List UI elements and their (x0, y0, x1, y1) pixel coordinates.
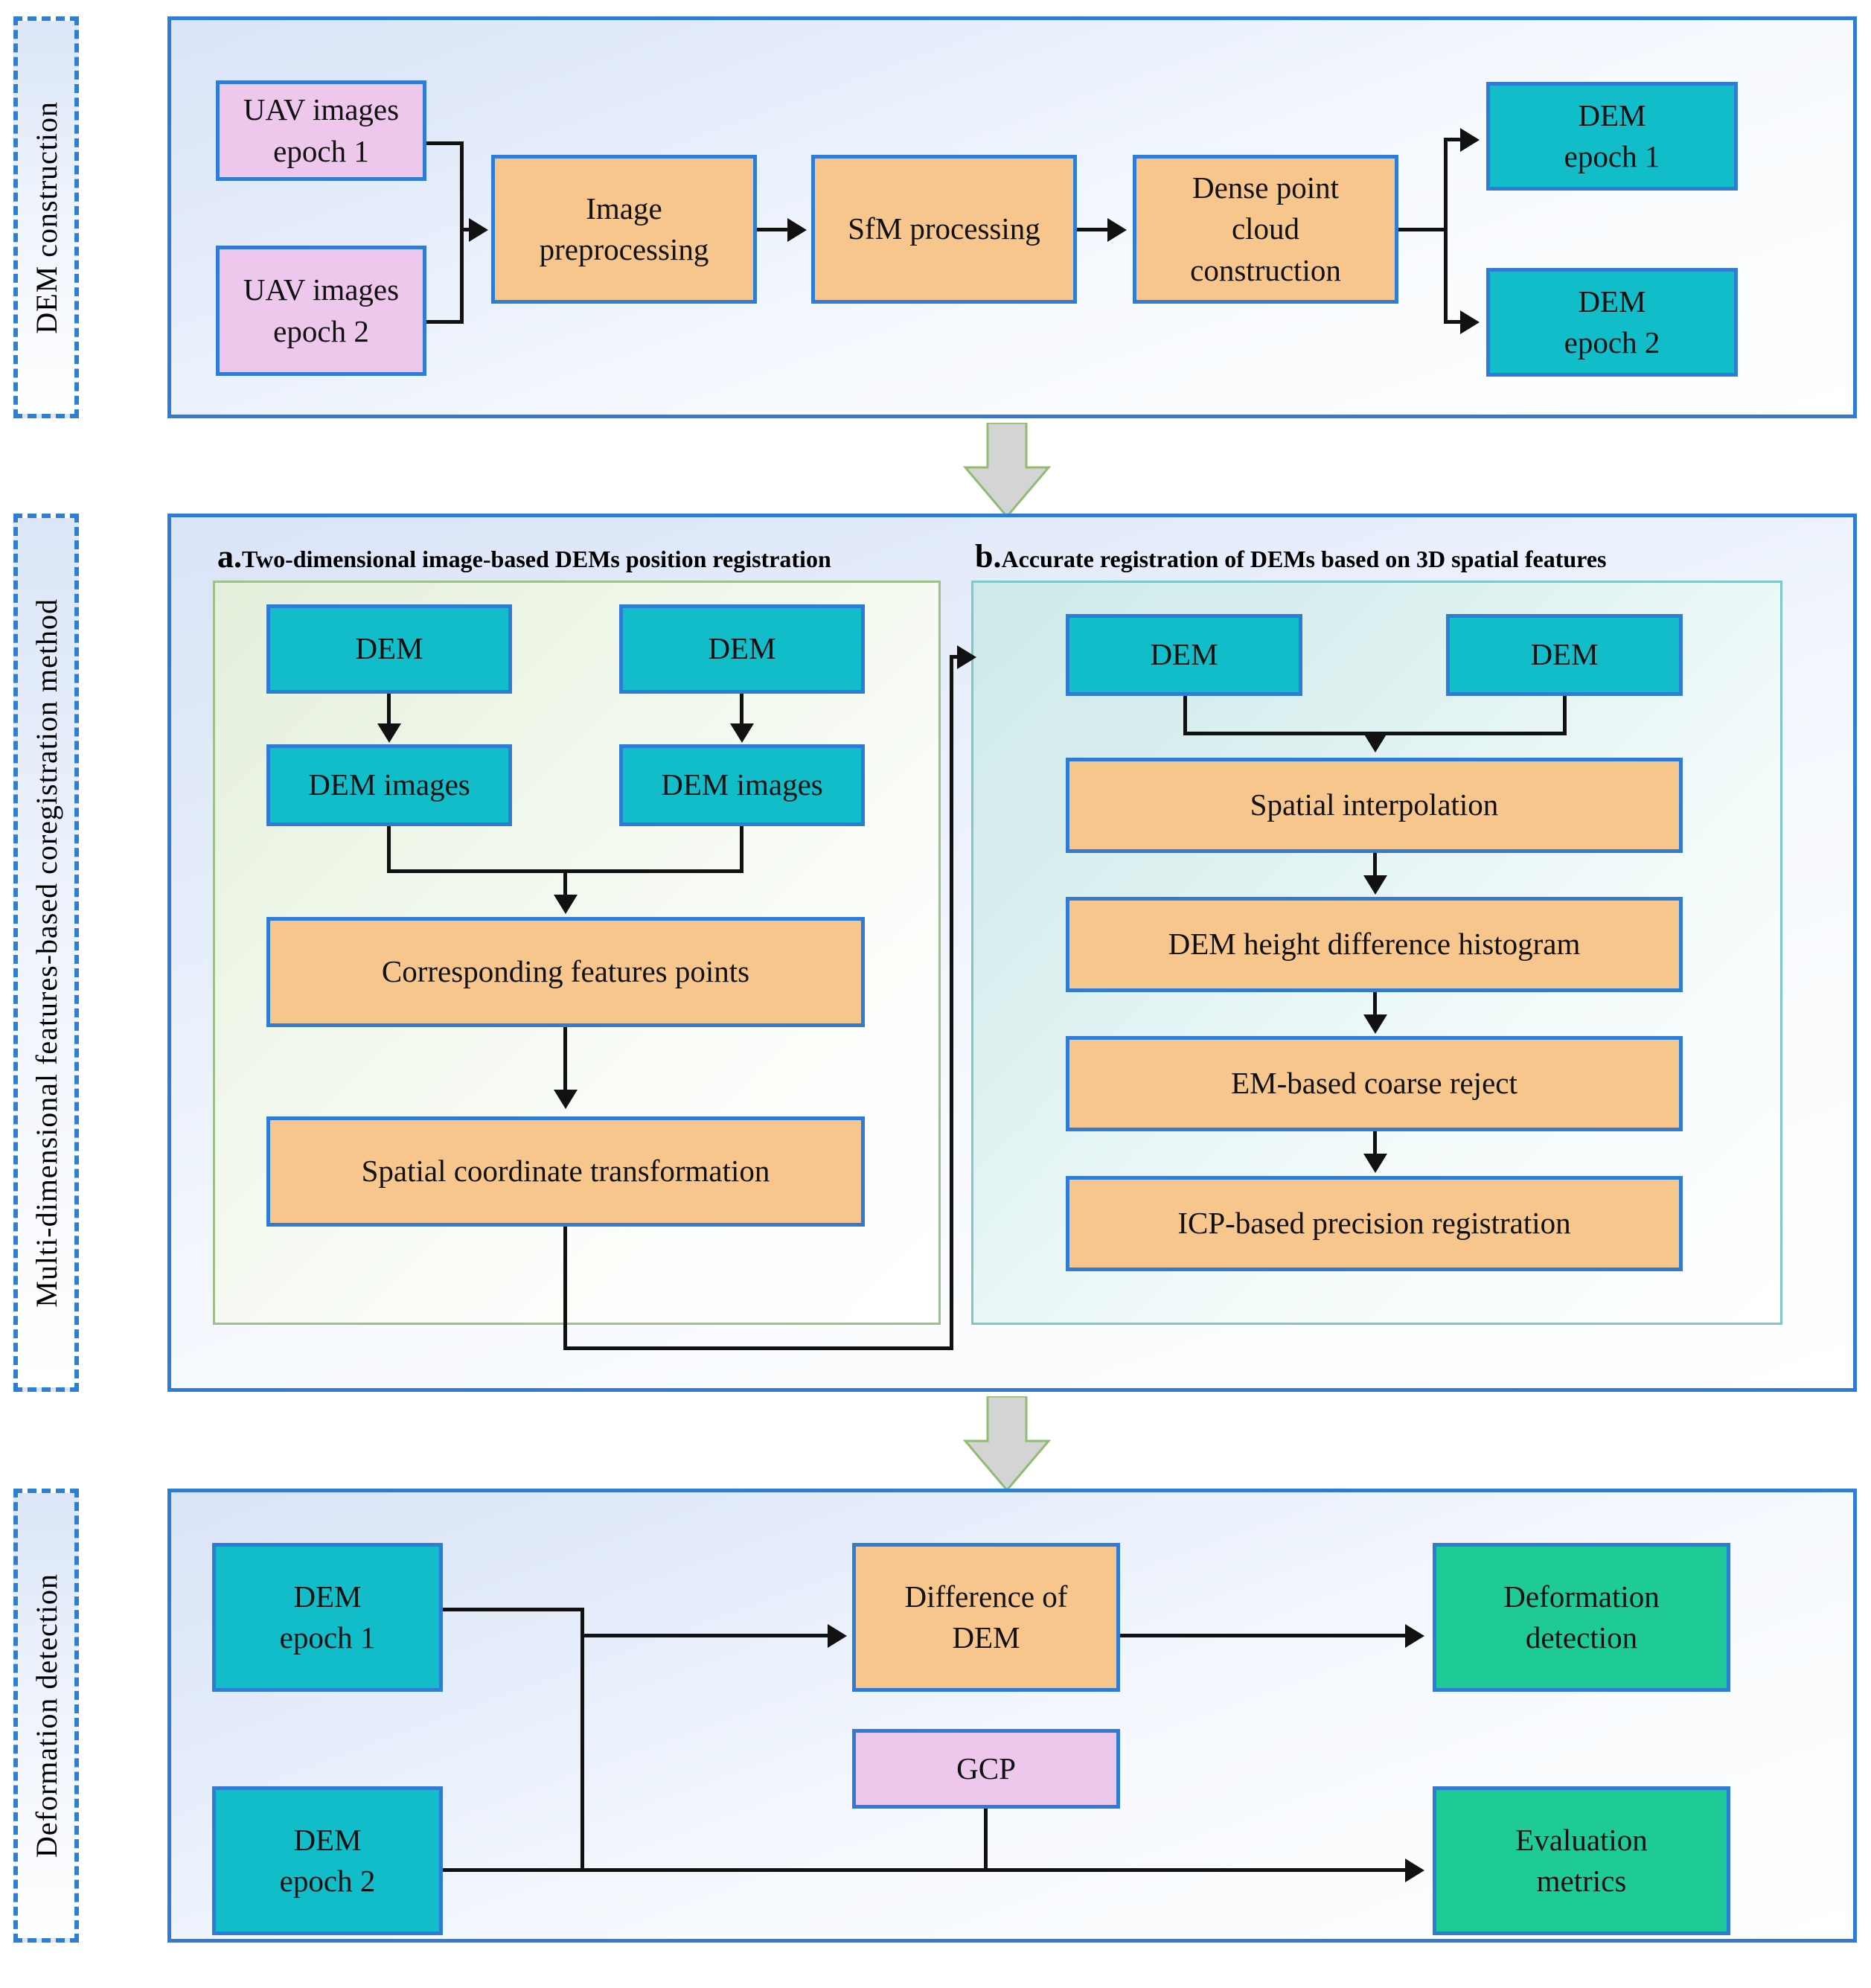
node-dem-epoch-2-stage1: DEM epoch 2 (1486, 268, 1738, 377)
node-s3-dem-epoch-2: DEM epoch 2 (212, 1786, 443, 1935)
node-s3-evaluation-metrics: Evaluation metrics (1433, 1786, 1730, 1935)
stage-label-text: Deformation detection (29, 1573, 63, 1858)
connector-b-interp-down (1373, 853, 1377, 877)
connector-s3-dem1-right (443, 1608, 584, 1611)
node-uav-images-epoch-1: UAV images epoch 1 (216, 80, 426, 181)
subpanel-b-letter: b. (975, 538, 1002, 575)
arrow-b-to-em-reject (1363, 1014, 1387, 1034)
connector-a-images-right-down (740, 826, 743, 872)
connector-uav-merge-to-preproc (460, 228, 475, 231)
arrow-to-sfm-processing (787, 218, 807, 242)
connector-s3-to-dod (581, 1634, 830, 1637)
arrow-s3-to-deformation-detection (1405, 1624, 1424, 1648)
node-s3-deformation-detection: Deformation detection (1433, 1543, 1730, 1692)
connector-s3-dem2-right (443, 1868, 584, 1872)
block-arrow-stage2-to-stage3 (962, 1395, 1052, 1492)
connector-b-dem-left-down (1183, 696, 1187, 735)
node-dense-point-cloud-construction: Dense point cloud construction (1133, 155, 1398, 304)
arrow-b-to-histogram (1363, 875, 1387, 895)
block-arrow-stage1-to-stage2 (962, 421, 1052, 519)
arrow-into-panel-b (957, 645, 976, 669)
subpanel-a-letter: a. (217, 538, 242, 575)
subpanel-a-title-text: Two-dimensional image-based DEMs positio… (242, 546, 831, 572)
node-a-dem-right: DEM (619, 604, 865, 694)
node-sfm-processing: SfM processing (811, 155, 1077, 304)
arrow-b-to-icp-registration (1363, 1154, 1387, 1173)
node-s3-difference-of-dem: Difference of DEM (852, 1543, 1120, 1692)
node-a-dem-images-left: DEM images (266, 744, 512, 826)
node-s3-gcp: GCP (852, 1729, 1120, 1809)
connector-sfm-to-dense (1077, 228, 1110, 231)
node-b-dem-left: DEM (1066, 614, 1302, 696)
node-s3-dem-epoch-1: DEM epoch 1 (212, 1543, 443, 1692)
connector-a-images-left-down (387, 826, 391, 872)
node-b-dem-height-difference-histogram: DEM height difference histogram (1066, 897, 1683, 992)
arrow-a-dem-right-to-images (730, 723, 754, 743)
connector-a-dem-right-down (740, 694, 743, 725)
subpanel-b-title-text: Accurate registration of DEMs based on 3… (1001, 546, 1607, 572)
connector-uav2-right (426, 320, 464, 324)
stage-label-text: DEM construction (29, 100, 63, 334)
connector-b-em-down (1373, 1131, 1377, 1155)
connector-dense-right (1398, 228, 1448, 231)
arrow-a-to-corresponding-features (554, 895, 578, 914)
connector-s3-vertical-bus (581, 1608, 584, 1871)
connector-s3-dod-to-deformation (1120, 1634, 1407, 1637)
subpanel-b-title: b.Accurate registration of DEMs based on… (975, 537, 1606, 575)
arrow-s3-to-difference-of-dem (828, 1624, 847, 1648)
arrow-a-to-spatial-transformation (554, 1090, 578, 1109)
connector-b-histogram-down (1373, 992, 1377, 1016)
arrow-a-dem-left-to-images (377, 723, 401, 743)
connector-uav1-right (426, 141, 464, 145)
node-image-preprocessing: Image preprocessing (491, 155, 757, 304)
node-uav-images-epoch-2: UAV images epoch 2 (216, 246, 426, 376)
connector-to-dem-epoch-2 (1444, 320, 1465, 324)
connector-into-panel-b (950, 655, 960, 659)
subpanel-a-title: a.Two-dimensional image-based DEMs posit… (217, 537, 831, 575)
arrow-s3-to-evaluation-metrics (1405, 1858, 1424, 1882)
connector-to-dem-epoch-1 (1444, 138, 1465, 141)
node-a-dem-left: DEM (266, 604, 512, 694)
node-a-spatial-coordinate-transformation: Spatial coordinate transformation (266, 1116, 865, 1227)
connector-preproc-to-sfm (757, 228, 790, 231)
node-b-dem-right: DEM (1446, 614, 1683, 696)
arrow-to-dense-point-cloud (1107, 218, 1127, 242)
arrow-to-dem-epoch-1 (1460, 128, 1480, 152)
connector-a-corresponding-down (563, 1027, 567, 1091)
connector-s3-gcp-down (984, 1809, 988, 1870)
stage-label-deformation-detection: Deformation detection (13, 1489, 79, 1943)
connector-uav-merge-vertical (460, 141, 464, 324)
node-b-spatial-interpolation: Spatial interpolation (1066, 758, 1683, 853)
connector-a-out-right (563, 1346, 953, 1350)
arrow-to-image-preprocessing (469, 218, 488, 242)
stage-label-coregistration-method: Multi-dimensional features-based coregis… (13, 514, 79, 1392)
arrow-b-to-spatial-interpolation (1363, 733, 1387, 752)
connector-a-out-down (563, 1227, 567, 1350)
arrow-to-dem-epoch-2 (1460, 310, 1480, 334)
connector-a-merge-down (563, 869, 567, 896)
connector-dense-split-vertical (1444, 138, 1448, 324)
connector-a-dem-left-down (387, 694, 391, 725)
node-b-icp-based-precision-registration: ICP-based precision registration (1066, 1176, 1683, 1271)
node-dem-epoch-1-stage1: DEM epoch 1 (1486, 82, 1738, 191)
node-a-dem-images-right: DEM images (619, 744, 865, 826)
connector-a-out-up (950, 655, 953, 1350)
connector-s3-to-evaluation (581, 1868, 1407, 1872)
stage-label-text: Multi-dimensional features-based coregis… (29, 598, 63, 1308)
node-a-corresponding-features-points: Corresponding features points (266, 917, 865, 1027)
node-b-em-based-coarse-reject: EM-based coarse reject (1066, 1036, 1683, 1131)
connector-b-dem-right-down (1563, 696, 1567, 735)
stage-label-dem-construction: DEM construction (13, 16, 79, 418)
